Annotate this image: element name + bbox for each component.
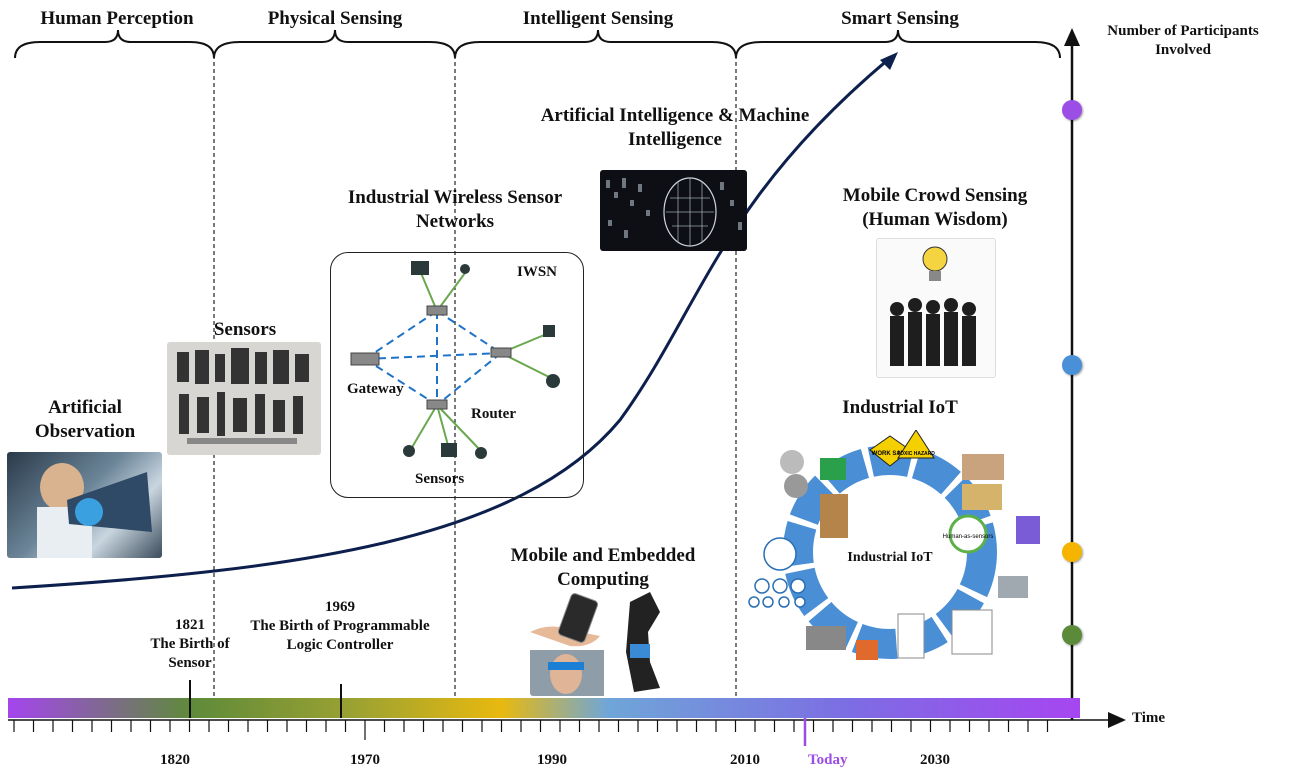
participant-dot-yellow <box>1062 542 1082 562</box>
iwsn-sensors-label: Sensors <box>415 471 465 487</box>
iwsn-gateway-label: Gateway <box>347 381 404 397</box>
node-iwsn-title: Industrial Wireless Sensor Networks <box>347 187 563 232</box>
iiot-human-sensors-text: Human-as-sensors <box>943 534 994 540</box>
iiot-tablet-icon <box>1016 516 1040 544</box>
participant-dot-purple <box>1062 100 1082 120</box>
year-label-2030: 2030 <box>920 752 950 768</box>
iiot-robot-arm-icon <box>820 494 848 538</box>
mobile-embedded-image <box>530 592 696 696</box>
iiot-phone-icon <box>897 613 925 659</box>
milestone-1821-year: 1821 <box>175 617 205 633</box>
iwsn-diagram: IWSN Gateway Router Sensors <box>330 252 584 498</box>
brace-smart-sensing <box>735 29 1061 59</box>
milestone-1969-text: The Birth of Programmable Logic Controll… <box>250 617 430 653</box>
era-physical-sensing: Physical Sensing <box>267 8 403 29</box>
iwsn-router-label: Router <box>471 406 516 422</box>
iiot-human-sensors-icon <box>948 514 988 554</box>
telescope-icon <box>37 463 152 558</box>
year-label-2010: 2010 <box>730 752 760 768</box>
node-industrial-iot-label: Industrial IoT <box>842 397 958 418</box>
gateway-device-icon <box>350 352 380 366</box>
timeline-bar <box>8 698 1080 718</box>
iiot-tree-icon <box>748 537 806 608</box>
wireframe-head-icon <box>606 177 742 247</box>
iiot-toxic-text: TOXIC HAZARD <box>897 451 935 457</box>
iiot-work-safe-text: WORK SAFE <box>872 451 909 457</box>
era-intelligent-sensing: Intelligent Sensing <box>522 8 674 29</box>
participant-dot-green <box>1062 625 1082 645</box>
iiot-worker-photo-1 <box>962 454 1004 480</box>
milestone-1969: 1969 The Birth of Programmable Logic Con… <box>250 598 430 654</box>
industrial-iot-ring: WORK SAFE TOXIC HAZARD Human-as-sensors … <box>748 430 1040 660</box>
year-label-1990: 1990 <box>537 752 567 768</box>
iiot-building-icon <box>998 576 1028 598</box>
sensor-devices-icon <box>177 348 309 444</box>
node-artificial-observation-label: Artificial Observation <box>34 397 136 442</box>
x-axis-label: Time <box>1132 710 1166 726</box>
brace-human-perception <box>14 29 215 59</box>
iiot-chart-icon <box>951 609 993 655</box>
x-axis-ticks <box>13 720 1049 740</box>
era-smart-sensing: Smart Sensing <box>841 8 959 29</box>
era-human-perception: Human Perception <box>40 8 194 29</box>
mobile-crowd-image <box>876 238 996 378</box>
sensors-image <box>167 342 321 455</box>
x-axis-arrow <box>1108 712 1126 728</box>
growth-curve <box>11 56 891 590</box>
year-label-1820: 1820 <box>160 752 190 768</box>
iiot-center-label: Industrial IoT <box>847 550 933 565</box>
node-sensors-label: Sensors <box>213 319 277 340</box>
iwsn-tag: IWSN <box>517 264 558 280</box>
y-axis-label: Number of Participants Involved <box>1107 23 1259 58</box>
iiot-toxic-icon <box>897 430 935 459</box>
iiot-factory-icon <box>806 626 846 650</box>
iiot-bag-icon <box>820 458 846 480</box>
milestone-1821-text: The Birth of Sensor <box>150 635 230 671</box>
node-mobile-crowd-label: Mobile Crowd Sensing (Human Wisdom) <box>842 185 1028 230</box>
iiot-worker-photo-2 <box>962 484 1002 510</box>
iwsn-network <box>350 261 560 459</box>
brace-physical-sensing <box>213 29 456 59</box>
today-label: Today <box>808 752 848 768</box>
iiot-server-icon <box>856 640 878 660</box>
growth-curve-arrow <box>880 52 898 70</box>
participant-dot-blue <box>1062 355 1082 375</box>
y-axis-arrow <box>1064 28 1080 46</box>
artificial-observation-image <box>7 452 162 558</box>
ai-image <box>600 170 747 251</box>
year-label-1970: 1970 <box>350 752 380 768</box>
brace-intelligent-sensing <box>454 29 737 59</box>
node-ai-label: Artificial Intelligence & Machine Intell… <box>540 105 810 150</box>
iiot-gear-icon <box>784 474 808 498</box>
node-mobile-embedded-label: Mobile and Embedded Computing <box>510 545 696 590</box>
crowd-lightbulb-icon <box>890 246 976 366</box>
wearables-icon <box>530 592 660 696</box>
milestone-1969-year: 1969 <box>325 599 355 615</box>
iiot-robot-icon <box>780 450 804 474</box>
milestone-1821: 1821 The Birth of Sensor <box>130 616 250 672</box>
